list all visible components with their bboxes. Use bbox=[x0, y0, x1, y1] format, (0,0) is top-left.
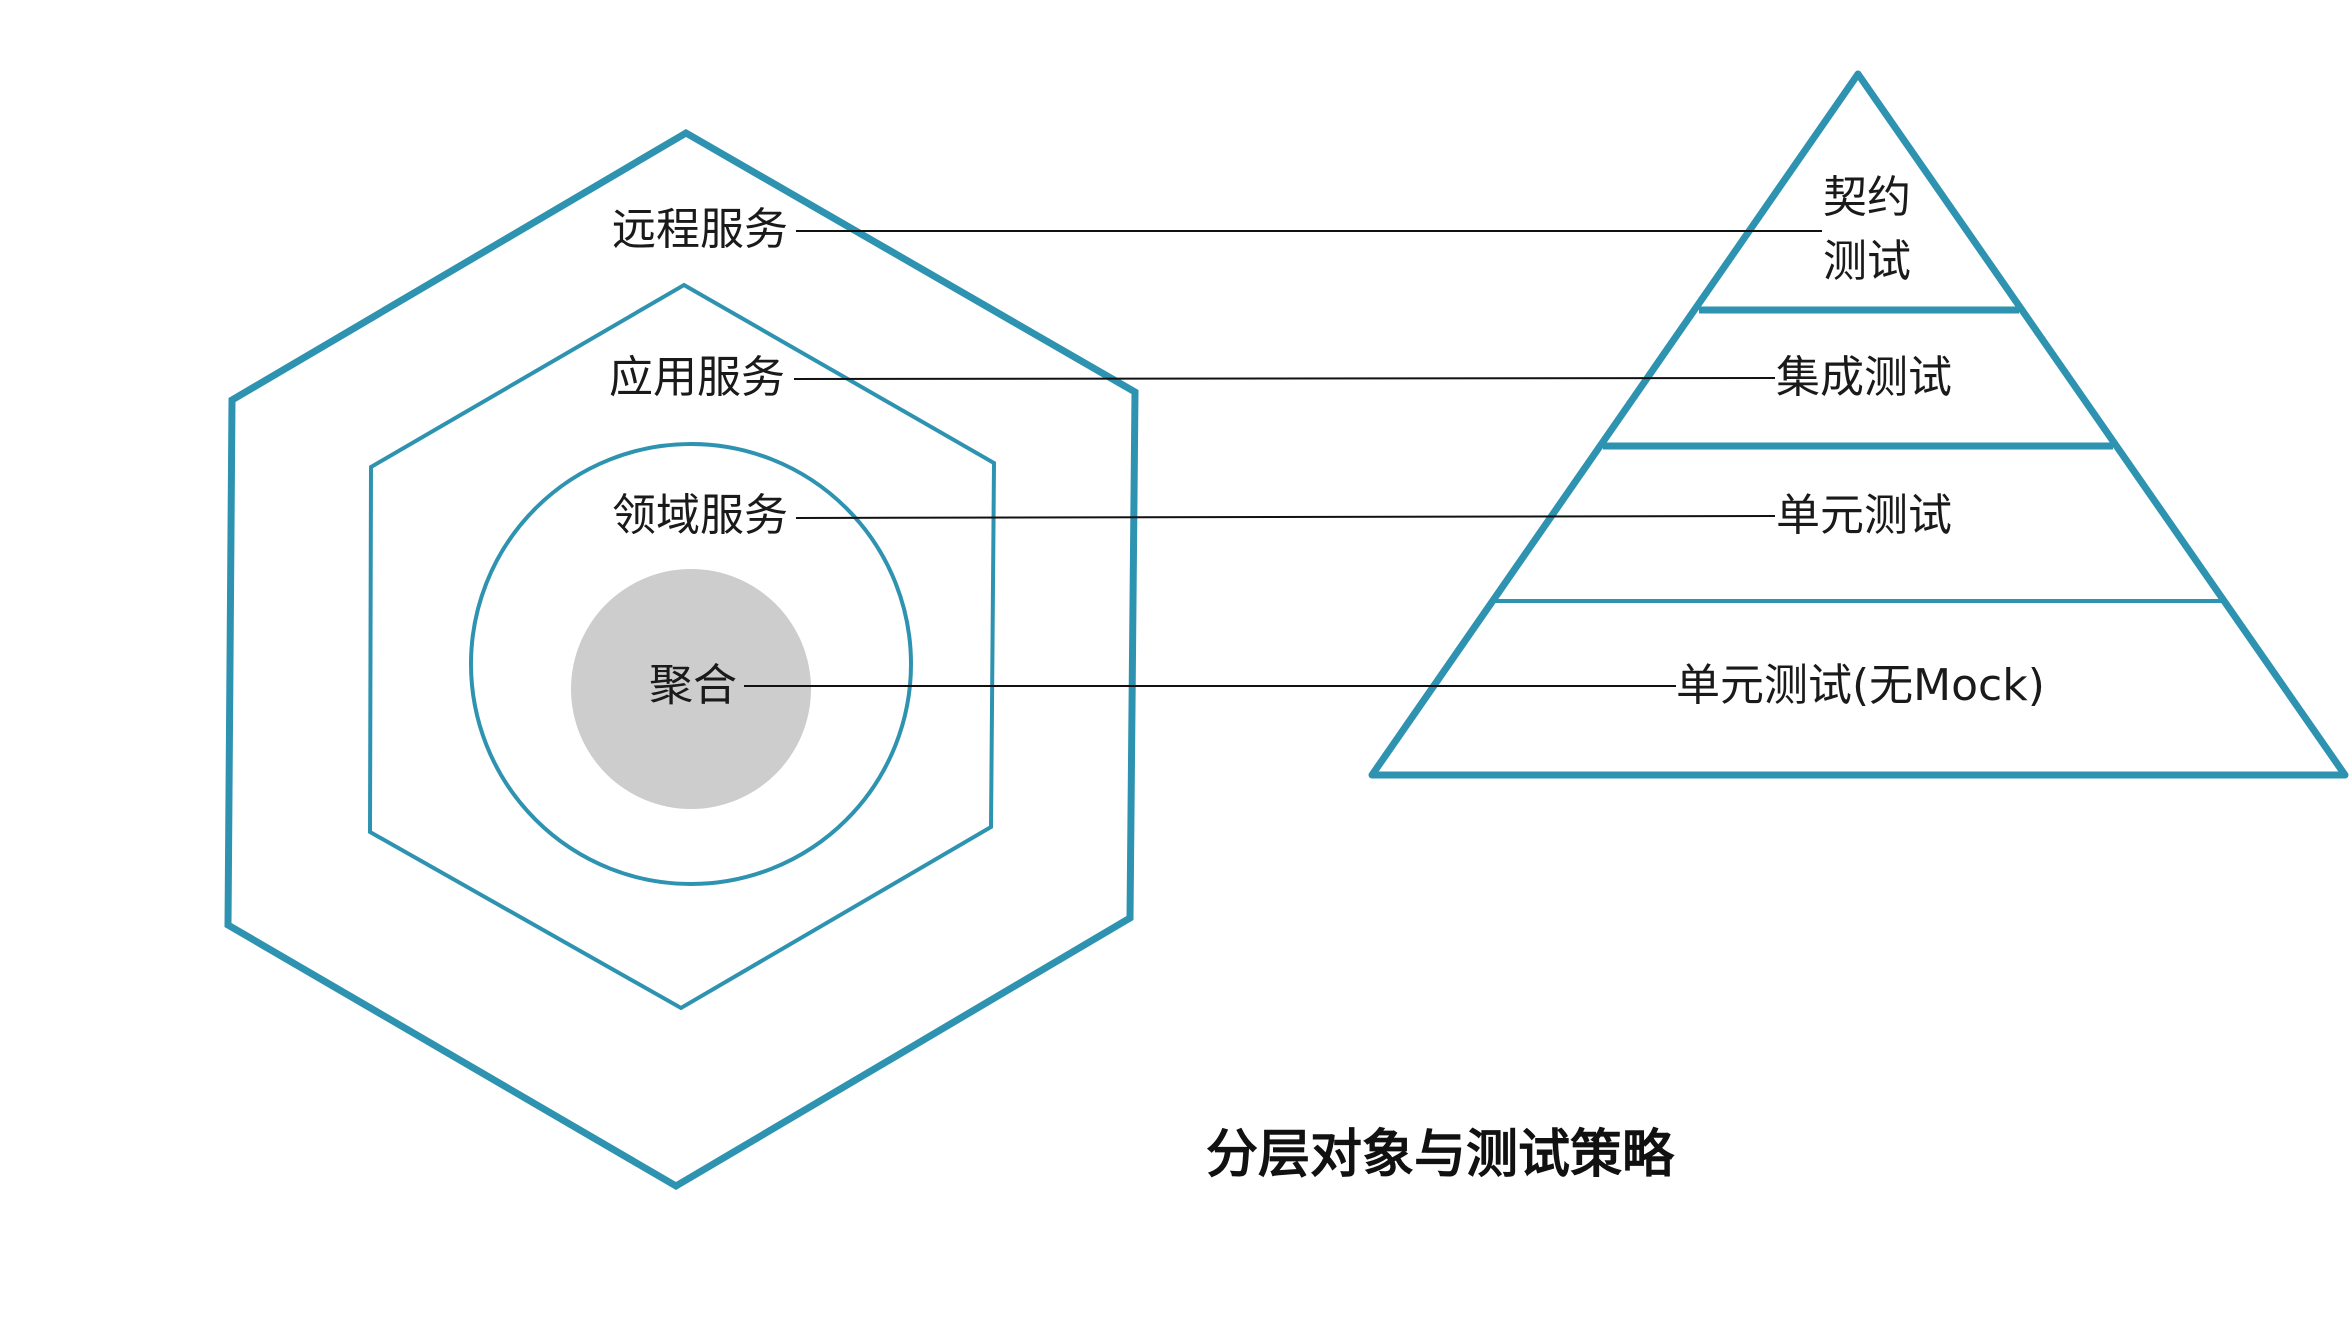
test-pyramid bbox=[1368, 70, 2349, 779]
remote-service-label: 远程服务 bbox=[612, 204, 788, 255]
domain-service-circle bbox=[469, 442, 913, 886]
unit-test-label: 单元测试 bbox=[1776, 490, 1952, 541]
unit-test-no-mock-label: 单元测试(无Mock) bbox=[1676, 660, 2045, 711]
integration-test-label: 集成测试 bbox=[1776, 352, 1952, 403]
contract-test-label-line1: 契约 bbox=[1823, 172, 1911, 223]
remote-service-hexagon bbox=[224, 128, 1139, 1191]
connector-domain-unit bbox=[795, 515, 1776, 519]
application-service-label: 应用服务 bbox=[609, 352, 785, 403]
contract-test-label-line2: 测试 bbox=[1823, 235, 1911, 287]
connector-application-integration bbox=[793, 377, 1776, 380]
aggregate-label: 聚合 bbox=[649, 660, 737, 711]
domain-service-label: 领域服务 bbox=[612, 490, 788, 541]
contract-test-label: 契约 测试 bbox=[1823, 166, 1911, 294]
application-service-hexagon bbox=[367, 282, 997, 1011]
aggregate-core bbox=[571, 569, 811, 809]
diagram-title: 分层对象与测试策略 bbox=[1205, 1125, 1675, 1185]
